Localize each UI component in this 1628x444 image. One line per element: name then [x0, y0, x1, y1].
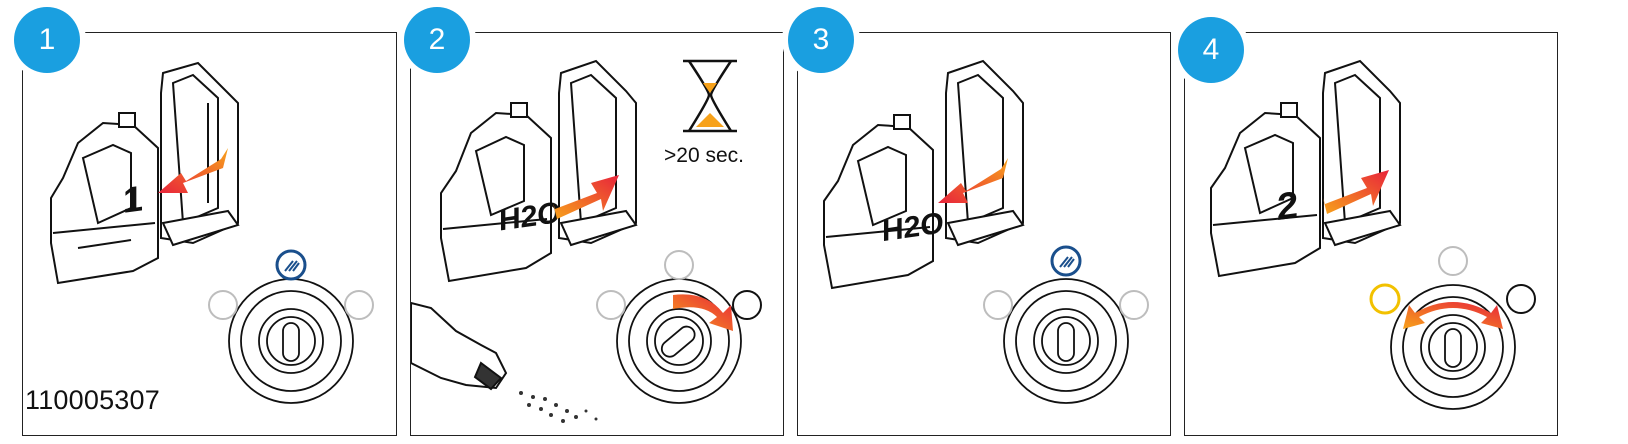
- tank-holder: [1322, 59, 1402, 247]
- step-panel-4: 2: [1184, 32, 1558, 436]
- nozzle-spray-icon: [1438, 246, 1468, 276]
- tank-label-2: 2: [1277, 183, 1298, 229]
- nozzle-spray-icon: [344, 290, 374, 320]
- document-number: 110005307: [25, 385, 160, 415]
- nozzle-spray-icon: [664, 250, 694, 280]
- tank-holder: [945, 59, 1025, 247]
- nozzle-spray-icon: [208, 290, 238, 320]
- dial-selector: [1390, 284, 1516, 410]
- remove-arrow: [1323, 170, 1389, 214]
- dial-selector: [1003, 278, 1129, 404]
- step-2-illustration: H2O: [411, 59, 762, 423]
- step-badge-2: 2: [404, 7, 470, 73]
- step-panel-3: H2O: [797, 32, 1171, 436]
- step-4-illustration: 2: [1210, 59, 1536, 410]
- water-tank: [823, 114, 934, 290]
- remove-arrow: [553, 175, 619, 219]
- nozzle-spray-icon: [732, 290, 762, 320]
- spray-gun-icon: [411, 301, 508, 391]
- detergent-tank: [50, 112, 159, 285]
- detergent-tank: [1210, 102, 1321, 278]
- step-1-illustration: 1: [50, 61, 374, 404]
- turn-both-arrow: [1403, 302, 1503, 329]
- step-3-illustration: H2O: [823, 59, 1149, 404]
- timer-label: >20 sec.: [664, 144, 744, 167]
- step-badge-4: 4: [1178, 17, 1244, 83]
- water-spray: [519, 391, 598, 423]
- hourglass-icon: [683, 59, 737, 133]
- step-badge-3: 3: [788, 7, 854, 73]
- step-panel-2: H2O: [410, 32, 784, 436]
- tank-holder: [160, 61, 240, 247]
- nozzle-spray-icon: [983, 290, 1013, 320]
- turn-right-arrow: [673, 294, 733, 331]
- water-tank: [440, 102, 552, 283]
- nozzle-spray-icon: [1119, 290, 1149, 320]
- nozzle-spray-icon: [1369, 283, 1401, 315]
- dial-selector: [228, 278, 354, 404]
- nozzle-spray-icon: [1506, 284, 1536, 314]
- nozzle-spray-icon: [596, 290, 626, 320]
- step-badge-1: 1: [14, 7, 80, 73]
- step-panel-1: 1 110005307: [22, 32, 397, 436]
- insert-arrow: [938, 158, 1008, 203]
- dial-selector: [616, 278, 742, 404]
- tank-label-1: 1: [123, 177, 143, 221]
- tank-holder: [558, 59, 638, 247]
- insert-arrow: [158, 148, 228, 193]
